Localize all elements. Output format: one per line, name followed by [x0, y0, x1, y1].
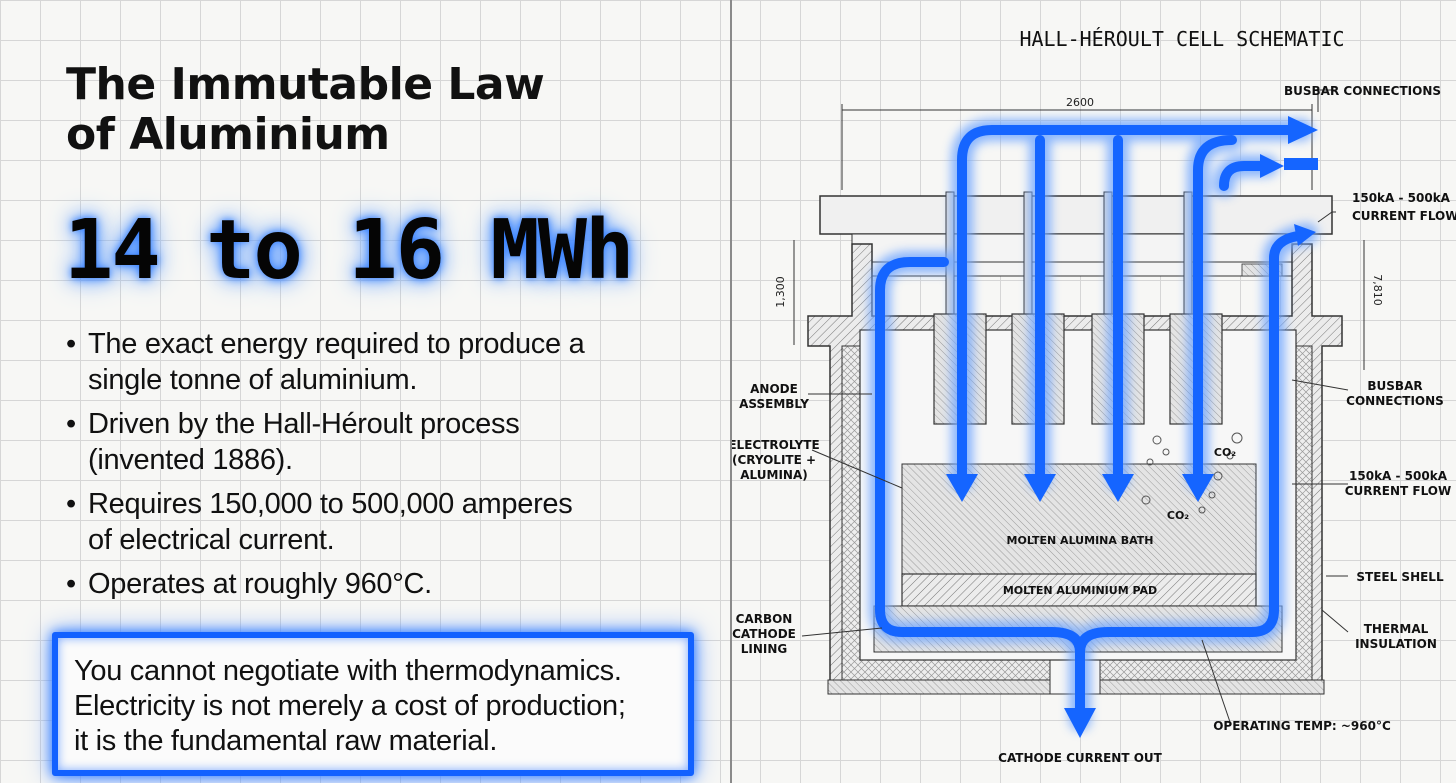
- co2-bubbles: [1141, 432, 1243, 514]
- bullet-line: of electrical current.: [88, 524, 335, 556]
- quote-box: You cannot negotiate with thermodynamics…: [52, 632, 694, 776]
- label-busbar-mid-2: CONNECTIONS: [1346, 394, 1444, 408]
- dim-right-label: 7,810: [1371, 274, 1384, 306]
- current-flow-arrows: [869, 116, 1318, 738]
- label-cathode-out: CATHODE CURRENT OUT: [998, 751, 1163, 765]
- cell-cavity: [859, 329, 1297, 661]
- bullet-item: Operates at roughly 960°C.: [66, 566, 686, 602]
- bullet-item: Requires 150,000 to 500,000 amperes of e…: [66, 486, 686, 558]
- label-current-top-1: 150kA - 500kA: [1352, 191, 1451, 205]
- dimension-right: 7,810: [1363, 240, 1384, 370]
- label-current-mid-2: CURRENT FLOW: [1345, 484, 1452, 498]
- bullet-line: single tonne of aluminium.: [88, 364, 418, 396]
- label-co2-b: CO₂: [1167, 509, 1189, 522]
- bullet-line: The exact energy required to produce a: [88, 328, 585, 360]
- label-current-mid-1: 150kA - 500kA: [1349, 469, 1448, 483]
- label-electrolyte-1: ELECTROLYTE: [732, 438, 820, 452]
- label-thermal-1: THERMAL: [1364, 622, 1429, 636]
- quote-line: Electricity is not merely a cost of prod…: [74, 690, 626, 722]
- bullet-item: Driven by the Hall-Héroult process (inve…: [66, 406, 686, 478]
- bullet-item: The exact energy required to produce a s…: [66, 326, 686, 398]
- label-carbon-2: CATHODE: [732, 627, 796, 641]
- label-pad: MOLTEN ALUMINIUM PAD: [1003, 584, 1157, 597]
- label-busbar-mid-1: BUSBAR: [1367, 379, 1422, 393]
- label-electrolyte-3: ALUMINA): [740, 468, 807, 482]
- title-line-2: of Aluminium: [66, 109, 390, 160]
- headline-energy: 14 to 16 MWh: [64, 203, 634, 298]
- bullet-line: Driven by the Hall-Héroult process: [88, 408, 520, 440]
- dimension-left: 1,300: [774, 240, 795, 345]
- label-thermal-2: INSULATION: [1355, 637, 1437, 651]
- quote-text: You cannot negotiate with thermodynamics…: [74, 654, 684, 759]
- left-panel: The Immutable Law of Aluminium 14 to 16 …: [0, 0, 728, 783]
- quote-line: it is the fundamental raw material.: [74, 725, 498, 757]
- leader-lines: [801, 89, 1349, 723]
- bullet-line: Operates at roughly 960°C.: [88, 568, 432, 600]
- label-carbon-3: LINING: [741, 642, 788, 656]
- title-line-1: The Immutable Law: [66, 59, 545, 110]
- diagram-title: HALL-HÉROULT CELL SCHEMATIC: [1019, 27, 1344, 51]
- bullet-line: (invented 1886).: [88, 444, 293, 476]
- label-co2-a: CO₂: [1214, 446, 1236, 459]
- page-title: The Immutable Law of Aluminium: [66, 60, 706, 160]
- cell-schematic: HALL-HÉROULT CELL SCHEMATIC 2600 1,300 7…: [732, 27, 1456, 765]
- bullet-line: Requires 150,000 to 500,000 amperes: [88, 488, 573, 520]
- label-carbon-1: CARBON: [736, 612, 793, 626]
- panel-divider: [730, 0, 732, 783]
- label-current-top-2: CURRENT FLOW: [1352, 209, 1456, 223]
- dimension-width: 2600: [841, 96, 1313, 190]
- label-steel-shell: STEEL SHELL: [1356, 570, 1444, 584]
- label-busbar-top: BUSBAR CONNECTIONS: [1284, 84, 1441, 98]
- dim-width-label: 2600: [1066, 96, 1094, 109]
- label-electrolyte-2: (CRYOLITE +: [732, 453, 816, 467]
- label-anode-2: ASSEMBLY: [739, 397, 809, 411]
- bullet-list: The exact energy required to produce a s…: [66, 326, 686, 610]
- label-operating-temp: OPERATING TEMP: ~960°C: [1213, 719, 1391, 733]
- quote-line: You cannot negotiate with thermodynamics…: [74, 655, 622, 687]
- label-bath: MOLTEN ALUMINA BATH: [1007, 534, 1154, 547]
- label-anode-1: ANODE: [750, 382, 798, 396]
- dim-left-label: 1,300: [774, 276, 787, 308]
